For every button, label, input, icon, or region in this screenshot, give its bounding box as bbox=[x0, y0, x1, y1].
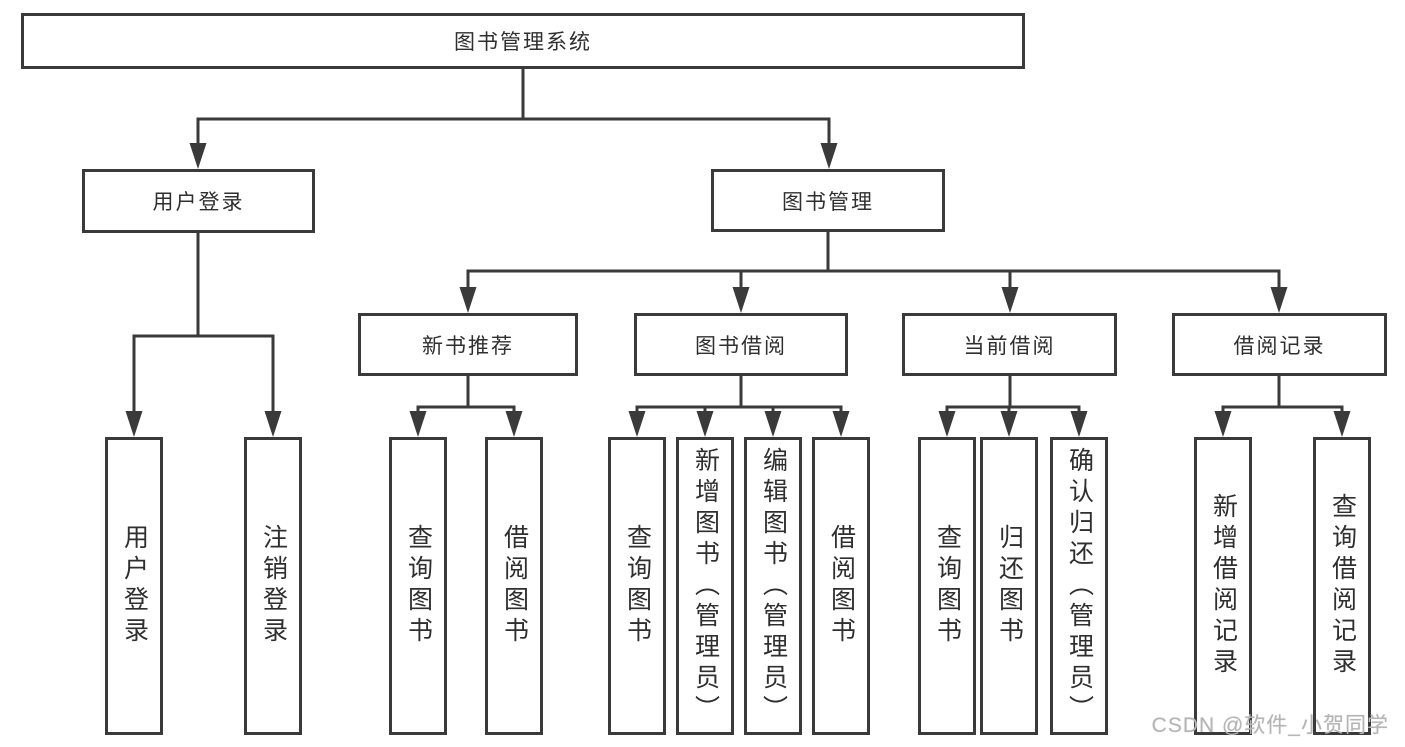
edge-root-branch bbox=[196, 117, 831, 148]
leaf-logout: 注销登录 bbox=[244, 437, 302, 735]
leaf-label: 借阅图书 bbox=[500, 524, 529, 648]
arrowhead bbox=[1270, 287, 1288, 313]
node-borrow-record: 借阅记录 bbox=[1172, 313, 1387, 376]
leaf-label: 新增图书（管理员） bbox=[691, 446, 720, 726]
leaf-query-borrow-record: 查询借阅记录 bbox=[1313, 437, 1371, 735]
arrowhead bbox=[628, 411, 646, 437]
leaf-query-books-borrow: 查询图书 bbox=[608, 437, 666, 735]
edge-borrow-branch bbox=[635, 405, 843, 416]
leaf-return-books: 归还图书 bbox=[980, 437, 1038, 735]
arrowhead bbox=[938, 411, 956, 437]
leaf-label: 注销登录 bbox=[259, 524, 288, 648]
node-root: 图书管理系统 bbox=[21, 13, 1025, 69]
arrowhead bbox=[820, 143, 838, 169]
arrowhead bbox=[125, 411, 143, 437]
arrowhead bbox=[732, 287, 750, 313]
node-book-management: 图书管理 bbox=[711, 169, 945, 232]
edge-bookmgmt-branch bbox=[466, 269, 1281, 292]
arrowhead bbox=[1000, 411, 1018, 437]
leaf-label: 编辑图书（管理员） bbox=[759, 446, 788, 726]
node-user-login-label: 用户登录 bbox=[152, 191, 245, 214]
node-book-management-label: 图书管理 bbox=[782, 190, 874, 214]
arrowhead bbox=[459, 287, 477, 313]
leaf-add-borrow-record: 新增借阅记录 bbox=[1194, 437, 1252, 735]
leaf-confirm-return-admin: 确认归还（管理员） bbox=[1050, 437, 1108, 735]
node-current-borrow-label: 当前借阅 bbox=[963, 334, 1056, 358]
leaf-add-books-admin: 新增图书（管理员） bbox=[676, 437, 734, 735]
arrowhead bbox=[1001, 287, 1019, 313]
node-new-book-recommend-label: 新书推荐 bbox=[422, 334, 514, 358]
arrowhead bbox=[189, 143, 207, 169]
leaf-user-login: 用户登录 bbox=[105, 437, 163, 735]
leaf-query-books-current: 查询图书 bbox=[918, 437, 976, 735]
arrowhead bbox=[1214, 411, 1232, 437]
leaf-label: 归还图书 bbox=[995, 524, 1024, 648]
node-new-book-recommend: 新书推荐 bbox=[358, 313, 578, 376]
arrowhead bbox=[505, 411, 523, 437]
arrowhead bbox=[1070, 411, 1088, 437]
leaf-label: 查询图书 bbox=[404, 524, 433, 648]
csdn-watermark: CSDN @软件_小贺同学 bbox=[1151, 714, 1389, 737]
leaf-label: 新增借阅记录 bbox=[1209, 493, 1238, 679]
edge-record-branch bbox=[1221, 405, 1344, 416]
node-borrow-record-label: 借阅记录 bbox=[1233, 334, 1326, 358]
leaf-label: 用户登录 bbox=[120, 524, 149, 648]
node-root-label: 图书管理系统 bbox=[454, 31, 592, 54]
leaf-edit-books-admin: 编辑图书（管理员） bbox=[744, 437, 802, 735]
edge-recommend-branch bbox=[416, 405, 516, 416]
leaf-query-books-recommend: 查询图书 bbox=[389, 437, 447, 735]
arrowhead bbox=[832, 411, 850, 437]
edge-userlogin-branch bbox=[132, 334, 275, 416]
leaf-label: 借阅图书 bbox=[827, 524, 856, 648]
node-user-login: 用户登录 bbox=[82, 169, 315, 233]
leaf-borrow-books-recommend: 借阅图书 bbox=[485, 437, 543, 735]
node-book-borrow: 图书借阅 bbox=[634, 313, 848, 376]
leaf-label: 查询图书 bbox=[933, 524, 962, 648]
arrowhead bbox=[409, 411, 427, 437]
arrowhead bbox=[696, 411, 714, 437]
leaf-label: 查询借阅记录 bbox=[1328, 493, 1357, 679]
leaf-label: 确认归还（管理员） bbox=[1065, 446, 1094, 726]
arrowhead bbox=[1333, 411, 1351, 437]
leaf-label: 查询图书 bbox=[623, 524, 652, 648]
node-book-borrow-label: 图书借阅 bbox=[695, 334, 787, 358]
arrowhead bbox=[764, 411, 782, 437]
arrowhead bbox=[264, 411, 282, 437]
edge-current-branch bbox=[945, 405, 1081, 416]
node-current-borrow: 当前借阅 bbox=[902, 313, 1117, 376]
leaf-borrow-books: 借阅图书 bbox=[812, 437, 870, 735]
